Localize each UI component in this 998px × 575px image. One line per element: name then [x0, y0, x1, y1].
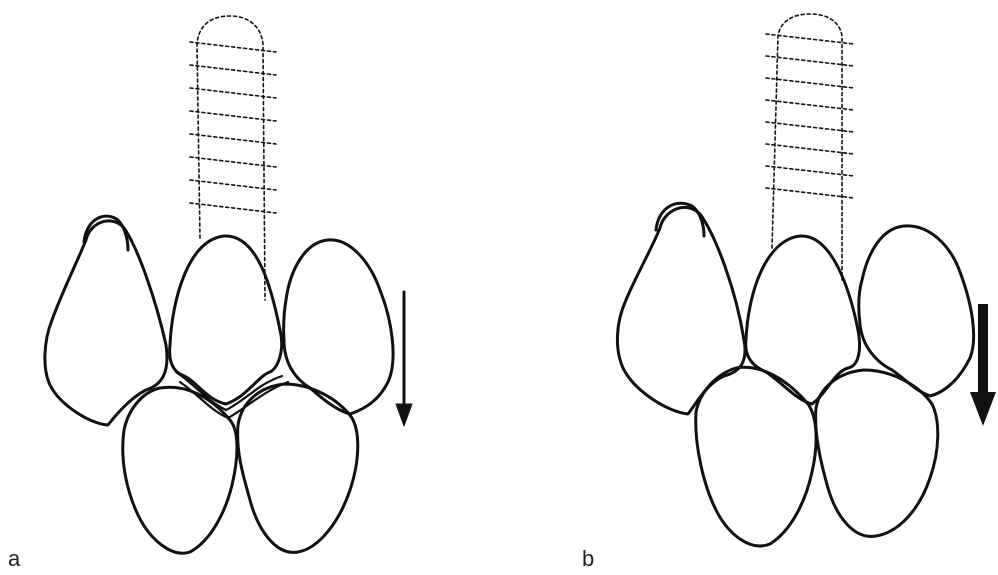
tooth-upper-left-b: [617, 207, 745, 414]
implant-threads-b: [766, 34, 854, 198]
thin-down-arrow: [396, 292, 412, 426]
implant-outline-b: [772, 14, 842, 280]
tooth-lower-left: [123, 387, 237, 553]
lower-teeth-b: [696, 367, 938, 546]
tooth-upper-left: [45, 221, 167, 425]
panel-label-b: b: [582, 546, 594, 571]
panel-a: [45, 16, 412, 553]
panel-label-a: a: [8, 546, 21, 571]
tooth-lower-right-b: [816, 370, 938, 536]
panel-b: [617, 14, 996, 546]
tooth-lower-left-b: [696, 367, 816, 546]
upper-teeth: [45, 216, 393, 425]
upper-teeth-b: [617, 203, 973, 414]
tooth-upper-right: [284, 240, 393, 414]
